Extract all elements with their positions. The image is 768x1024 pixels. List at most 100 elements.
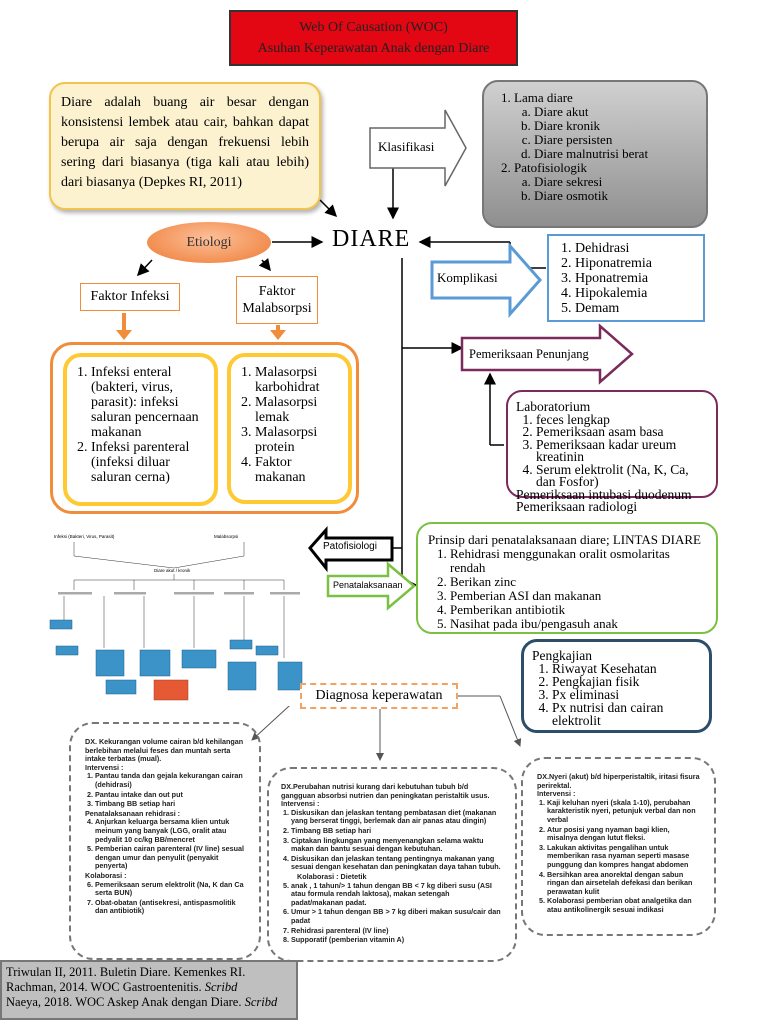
lab-heading: Laboratorium <box>516 399 591 414</box>
komplikasi-label: Komplikasi <box>437 270 498 285</box>
klasifikasi-box: Lama diare Diare akut Diare kronik Diare… <box>482 80 708 228</box>
infeksi-item: Infeksi enteral (bakteri, virus, parasit… <box>91 365 208 440</box>
klasifikasi-subitem: Diare akut <box>534 105 696 119</box>
pengkajian-item: Riwayat Kesehatan <box>552 662 701 676</box>
dx2-item: anak , 1 tahun/> 1 tahun dengan BB < 7 k… <box>291 881 503 908</box>
diagnosis-box-1: DX. Kekurangan volume cairan b/d kehilan… <box>69 722 261 960</box>
penatalaksanaan-item: Rehidrasi menggunakan oralit osmolaritas… <box>450 547 706 575</box>
komplikasi-box: Dehidrasi Hiponatremia Hponatremia Hipok… <box>547 234 705 322</box>
dx3-item: Atur posisi yang nyaman bagi klien, misa… <box>547 825 700 843</box>
dx2-kolaborasi: Kolaborasi : Dietetik <box>297 871 367 881</box>
reference-source: Scribd <box>244 995 278 1009</box>
diagnosis-box-3: DX.Nyeri (akut) b/d hiperperistaltik, ir… <box>521 757 716 936</box>
dx1-item: Timbang BB setiap hari <box>95 800 245 809</box>
reference-line: Naeya, 2018. WOC Askep Anak dengan Diare… <box>6 995 292 1010</box>
title-line1: Web Of Causation (WOC) <box>299 20 448 35</box>
dx2-item: Timbang BB setiap hari <box>291 826 503 836</box>
reference-text: Rachman, 2014. WOC Gastroentenitis. <box>6 980 205 994</box>
definition-to-diare-arrow <box>319 199 338 218</box>
dx1-title: DX. Kekurangan volume cairan b/d kehilan… <box>85 737 244 764</box>
dx1-subheading: Penatalaksanaan rehidrasi : <box>85 808 181 818</box>
klasifikasi-subitem: Diare malnutrisi berat <box>534 147 696 161</box>
reference-source: Scribd <box>204 980 238 994</box>
laboratorium-box: Laboratorium feces lengkap Pemeriksaan a… <box>506 390 718 513</box>
etiologi-detail-container <box>50 342 359 514</box>
lab-extra: Pemeriksaan radiologi <box>516 499 638 514</box>
dx1-intervensi: Intervensi : <box>85 762 124 772</box>
penatalaksanaan-item: Pemberikan antibiotik <box>450 603 706 617</box>
klasifikasi-list: Lama diare Diare akut Diare kronik Diare… <box>494 91 696 203</box>
komplikasi-item: Hiponatremia <box>575 256 697 271</box>
klasifikasi-block-arrow <box>369 109 467 187</box>
komplikasi-item: Hponatremia <box>575 271 697 286</box>
dx3-item: Lakukan aktivitas pengalihan untuk membe… <box>547 843 700 870</box>
klasifikasi-subitem: Diare kronik <box>534 119 696 133</box>
penatalaksanaan-box: Prinsip dari penatalaksanaan diare; LINT… <box>416 522 718 634</box>
klasifikasi-subitem: Diare persisten <box>534 133 696 147</box>
lab-extra: Pemeriksaan intubasi duodenum <box>516 486 692 502</box>
diagnosa-keperawatan-label: Diagnosa keperawatan <box>300 683 458 709</box>
pengkajian-item: Px nutrisi dan cairan elektrolit <box>552 701 701 728</box>
klasifikasi-subitem: Diare sekresi <box>534 175 696 189</box>
lab-item: Serum elektrolit (Na, K, Ca, dan Fosfor) <box>536 462 708 489</box>
penatalaksanaan-label: Penatalaksanaan <box>333 580 403 590</box>
pemeriksaan-label: Pemeriksaan Penunjang <box>469 347 589 361</box>
infeksi-detail-box: Infeksi enteral (bakteri, virus, parasit… <box>63 353 218 506</box>
patofisiologi-label: Patofisiologi <box>323 541 377 552</box>
dx2-item: Supporatif (pemberian vitamin A) <box>291 935 503 945</box>
patofisiologi-diagram: Infeksi (Bakteri, Virus, Parasit) Malabs… <box>44 528 306 706</box>
penatalaksanaan-item: Nasihat pada ibu/pengasuh anak <box>450 617 706 631</box>
dx2-item: Ciptakan lingkungan yang menyenangkan se… <box>291 836 503 854</box>
etiologi-to-infeksi-arrow <box>136 259 153 277</box>
pathophys-top-right: Malabsorpsi <box>214 534 238 539</box>
klasifikasi-subitem: Diare osmotik <box>534 189 696 203</box>
malabsorpsi-item: Malasorpsi karbohidrat <box>255 365 342 395</box>
penatalaksanaan-block-arrow <box>326 561 416 611</box>
title-banner: Web Of Causation (WOC) Asuhan Keperawata… <box>229 10 518 66</box>
klasifikasi-item-label: Lama diare <box>514 90 573 105</box>
malabsorpsi-detail-box: Malasorpsi karbohidrat Malasorpsi lemak … <box>227 353 352 504</box>
pengkajian-heading: Pengkajian <box>532 648 592 663</box>
pengkajian-item: Px eliminasi <box>552 688 701 702</box>
komplikasi-item: Demam <box>575 301 697 316</box>
reference-line: Rachman, 2014. WOC Gastroentenitis. Scri… <box>6 980 292 995</box>
pengkajian-box: Pengkajian Riwayat Kesehatan Pengkajian … <box>521 639 712 733</box>
pemeriksaan-block-arrow <box>460 323 634 385</box>
definition-text: Diare adalah buang air besar dengan kons… <box>61 95 309 190</box>
title-line2: Asuhan Keperawatan Anak dengan Diare <box>257 41 490 56</box>
definition-box: Diare adalah buang air besar dengan kons… <box>49 82 321 210</box>
klasifikasi-label: Klasifikasi <box>378 139 435 154</box>
dx2-title: DX.Perubahan nutrisi kurang dari kebutuh… <box>281 782 490 800</box>
reference-text: Naeya, 2018. WOC Askep Anak dengan Diare… <box>6 995 245 1009</box>
dx1-item: Pemeriksaan serum elektrolit (Na, K dan … <box>95 880 245 898</box>
klasifikasi-item: Patofisiologik Diare sekresi Diare osmot… <box>514 161 696 203</box>
penatalaksanaan-item: Berikan zinc <box>450 575 706 589</box>
pengkajian-item: Pengkajian fisik <box>552 675 701 689</box>
klasifikasi-item: Lama diare Diare akut Diare kronik Diare… <box>514 91 696 161</box>
komplikasi-item: Hipokalemia <box>575 286 697 301</box>
dx1-kolaborasi: Kolaborasi : <box>85 870 127 880</box>
etiologi-label: Etiologi <box>186 235 232 250</box>
dx3-item: Bersihkan area anorektal dengan sabun ri… <box>547 870 700 897</box>
references-box: Triwulan II, 2011. Buletin Diare. Kemenk… <box>0 960 298 1020</box>
penatalaksanaan-item: Pemberian ASI dan makanan <box>450 589 706 603</box>
komplikasi-block-arrow <box>430 242 543 318</box>
dx1-item: Anjurkan keluarga bersama klien untuk me… <box>95 818 245 844</box>
lab-item: Pemeriksaan kadar ureum kreatinin <box>536 437 708 464</box>
dx2-item: Diskusikan dan jelaskan tentang pentingn… <box>291 854 503 872</box>
dx2-item: Rehidrasi parenteral (IV line) <box>291 926 503 936</box>
dx3-intervensi: Intervensi : <box>537 789 576 799</box>
faktor-malabsorpsi-box: Faktor Malabsorpsi <box>236 276 318 324</box>
faktor-infeksi-box: Faktor Infeksi <box>80 283 180 311</box>
dx2-item: Umur > 1 tahun dengan BB > 7 kg diberi m… <box>291 907 503 925</box>
komplikasi-item: Dehidrasi <box>575 241 697 256</box>
malabsorpsi-item: Faktor makanan <box>255 455 342 485</box>
etiologi-to-malabsorpsi-arrow <box>258 258 271 272</box>
dx2-intervensi: Intervensi : <box>281 799 320 809</box>
diare-center-label: DIARE <box>332 226 411 252</box>
pathophys-mid: Diare akut / kronik <box>154 568 191 573</box>
dx3-item: Kaji keluhan nyeri (skala 1-10), perubah… <box>547 798 700 825</box>
lab-item: Pemeriksaan asam basa <box>536 425 708 439</box>
dx2-item: Diskusikan dan jelaskan tentang pembatas… <box>291 808 503 826</box>
